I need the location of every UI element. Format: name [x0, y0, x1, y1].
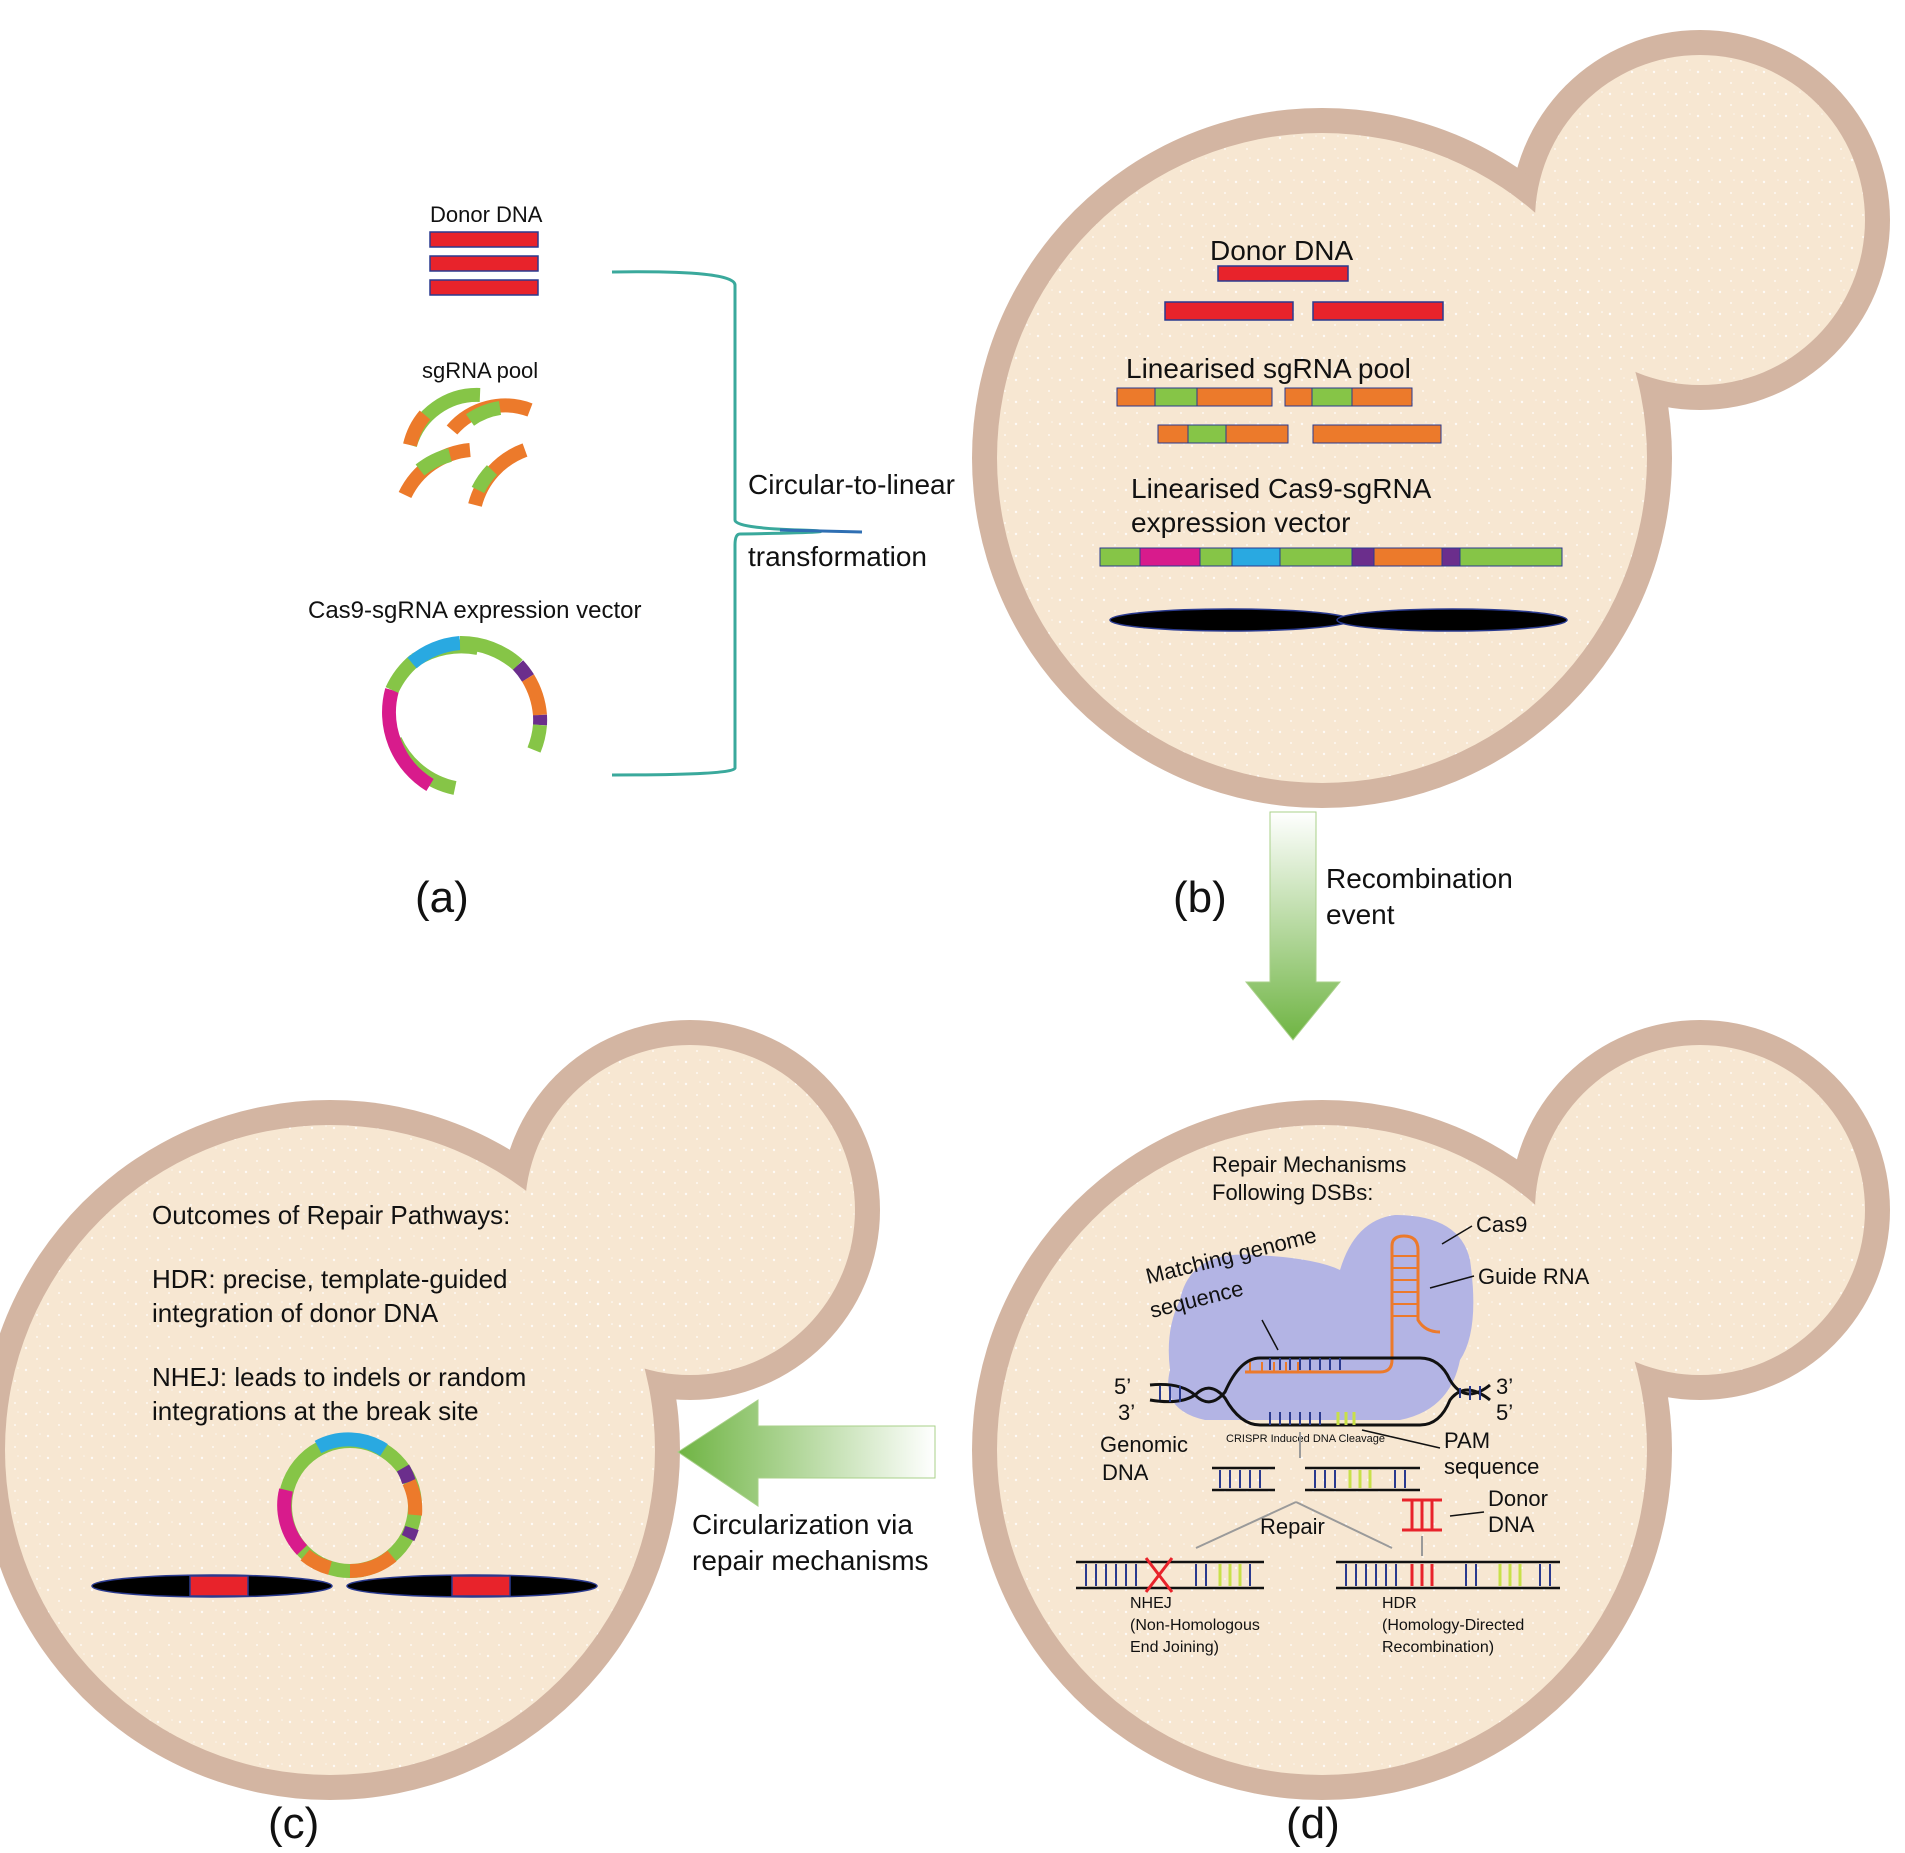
donor-dna-label-a: Donor DNA: [430, 202, 543, 227]
panel-c-label: (c): [268, 1799, 319, 1848]
panel-a-label: (a): [415, 873, 469, 922]
cleaved-fragments: [1212, 1466, 1420, 1492]
circular-vector-a: [382, 635, 548, 795]
nhej-label-line2: (Non-Homologous: [1130, 1617, 1260, 1634]
chromosome-c: [91, 1574, 598, 1598]
genomic-dna-label-line1: Genomic: [1100, 1432, 1188, 1457]
donor-dna-strands-b: [1164, 265, 1444, 321]
pam-label-line2: sequence: [1444, 1454, 1539, 1479]
repair-label: Repair: [1260, 1514, 1325, 1539]
five-prime-right: 5’: [1496, 1400, 1513, 1425]
donor-pointer: [1449, 1511, 1485, 1517]
sgrna-pool-label-b: Linearised sgRNA pool: [1126, 353, 1411, 384]
dna-rungs: [1159, 1358, 1481, 1425]
genomic-dna-label-line2: DNA: [1102, 1460, 1149, 1485]
cleavage-label: CRISPR Induced DNA Cleavage: [1226, 1433, 1385, 1445]
circularization-label-line2: repair mechanisms: [692, 1545, 929, 1576]
vector-label-a: Cas9-sgRNA expression vector: [308, 597, 641, 624]
cell-d: [972, 1020, 1890, 1800]
cas9-protein: [1168, 1215, 1474, 1420]
genomic-dna-duplex: [1149, 1356, 1491, 1427]
nhej-label-line1: NHEJ: [1130, 1595, 1172, 1612]
hdr-outcome-line1: HDR: precise, template-guided: [152, 1264, 508, 1294]
donor-dna-strands-a: [429, 231, 539, 296]
guide-rna-label: Guide RNA: [1478, 1264, 1590, 1289]
recombination-label-line1: Recombination: [1326, 863, 1513, 894]
cell-b: [972, 30, 1890, 808]
panel-b-label: (b): [1173, 873, 1227, 922]
donor-dna-label-b: Donor DNA: [1210, 235, 1353, 266]
hdr-label-line2: (Homology-Directed: [1382, 1617, 1524, 1634]
vector-label-b-line1: Linearised Cas9-sgRNA: [1131, 473, 1432, 504]
nhej-product: [1076, 1557, 1264, 1593]
panel-d-label: (d): [1286, 1799, 1340, 1848]
bracket-tip: [779, 528, 863, 534]
panel-c-content: Outcomes of Repair Pathways: HDR: precis…: [91, 1200, 598, 1848]
recombination-arrow: Recombination event: [1244, 811, 1513, 1041]
hdr-product: [1336, 1560, 1560, 1590]
bracket: [611, 270, 823, 777]
three-prime-left: 3’: [1118, 1400, 1135, 1425]
repair-title-line2: Following DSBs:: [1212, 1180, 1373, 1205]
bracket-label-line1: Circular-to-linear: [748, 469, 955, 500]
pam-site: [1336, 1412, 1356, 1425]
cas9-pointer: [1441, 1225, 1473, 1245]
panel-b-content: Donor DNA Linearised sgRNA pool Linearis…: [1099, 235, 1568, 922]
vector-label-b-line2: expression vector: [1131, 507, 1350, 538]
linear-sgrna-b: [1116, 387, 1442, 444]
pam-label-line1: PAM: [1444, 1428, 1490, 1453]
donor-dna-d: [1402, 1498, 1442, 1556]
circularization-arrow: Circularization via repair mechanisms: [677, 1399, 936, 1576]
guide-rna: [1245, 1234, 1441, 1374]
bracket-label-line2: transformation: [748, 541, 927, 572]
sgrna-arcs: [398, 387, 533, 507]
sgrna-pool-label: sgRNA pool: [422, 358, 538, 383]
chromosome-b: [1109, 608, 1568, 632]
three-prime-right: 3’: [1496, 1374, 1513, 1399]
recombination-label-line2: event: [1326, 899, 1395, 930]
cas9-label: Cas9: [1476, 1212, 1527, 1237]
circularization-label-line1: Circularization via: [692, 1509, 913, 1540]
hdr-label-line1: HDR: [1382, 1595, 1417, 1612]
circular-vector-c: [277, 1432, 423, 1579]
pam-pointer: [1361, 1429, 1441, 1449]
nhej-outcome-line1: NHEJ: leads to indels or random: [152, 1362, 526, 1392]
hdr-label-line3: Recombination): [1382, 1639, 1494, 1656]
linear-vector-b: [1099, 547, 1563, 567]
guide-rna-pointer: [1429, 1275, 1475, 1289]
hdr-outcome-line2: integration of donor DNA: [152, 1298, 439, 1328]
donor-dna-label-d-line2: DNA: [1488, 1512, 1535, 1537]
repair-branch-arrows: [1195, 1432, 1393, 1549]
panel-a: Donor DNA sgRNA pool Cas9-sgRNA expressi…: [308, 202, 955, 922]
five-prime-left: 5’: [1114, 1374, 1131, 1399]
matching-pointer: [1261, 1319, 1279, 1351]
nhej-outcome-line2: integrations at the break site: [152, 1396, 479, 1426]
nhej-label-line3: End Joining): [1130, 1639, 1219, 1656]
donor-dna-label-d-line1: Donor: [1488, 1486, 1548, 1511]
outcomes-title: Outcomes of Repair Pathways:: [152, 1200, 510, 1230]
repair-title-line1: Repair Mechanisms: [1212, 1152, 1406, 1177]
